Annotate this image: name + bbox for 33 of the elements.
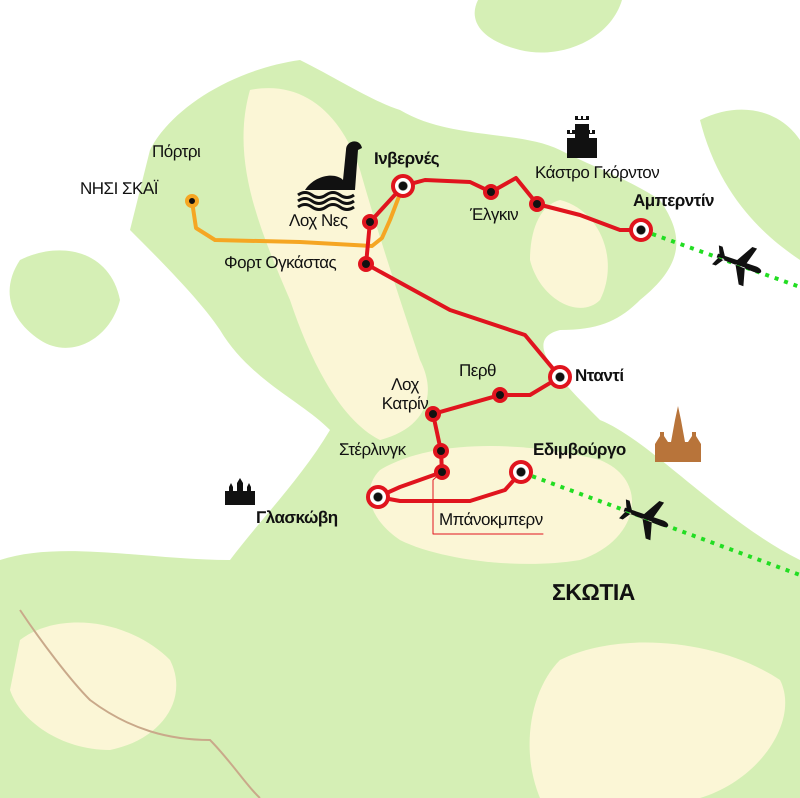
place-label: Κάστρο Γκόρντον	[535, 164, 660, 183]
route-line	[364, 228, 372, 258]
flight-route	[652, 232, 800, 289]
place-label: Φορτ Ογκάστας	[224, 254, 336, 273]
place-label: Μπάνοκμπερν	[439, 511, 547, 530]
place-label: Περθ	[459, 362, 496, 381]
place-label: Στέρλινγκ	[339, 441, 406, 460]
place-label: Ινβερνές	[374, 150, 440, 169]
place-label: Έλγκιν	[470, 206, 518, 225]
place-label: Νταντί	[575, 367, 624, 386]
route-line	[191, 195, 401, 248]
place-label: Πόρτρι	[152, 143, 200, 162]
route-line	[496, 176, 534, 200]
route-line	[386, 472, 436, 494]
place-label: Λοχ Νες	[289, 212, 348, 231]
route-line	[438, 395, 494, 414]
route-line	[506, 381, 552, 397]
route-line	[388, 479, 515, 503]
route-line	[373, 192, 397, 218]
place-label: Γλασκώβη	[256, 509, 338, 528]
leader-line	[432, 476, 544, 534]
place-label: Λοχ Κατρίν	[380, 376, 430, 414]
route-line	[542, 204, 631, 232]
region-label: ΝΗΣΙ ΣΚΑΪ	[80, 180, 158, 199]
flight-route	[532, 474, 800, 577]
route-line	[412, 178, 486, 191]
city-marker	[548, 365, 572, 389]
region-label: ΣΚΩΤΙΑ	[552, 580, 635, 606]
route-line	[432, 420, 442, 446]
place-label: Εδιμβούργο	[533, 441, 626, 460]
route-line	[439, 457, 444, 466]
place-label: Αμπερντίν	[633, 192, 714, 211]
route-line	[371, 266, 554, 370]
